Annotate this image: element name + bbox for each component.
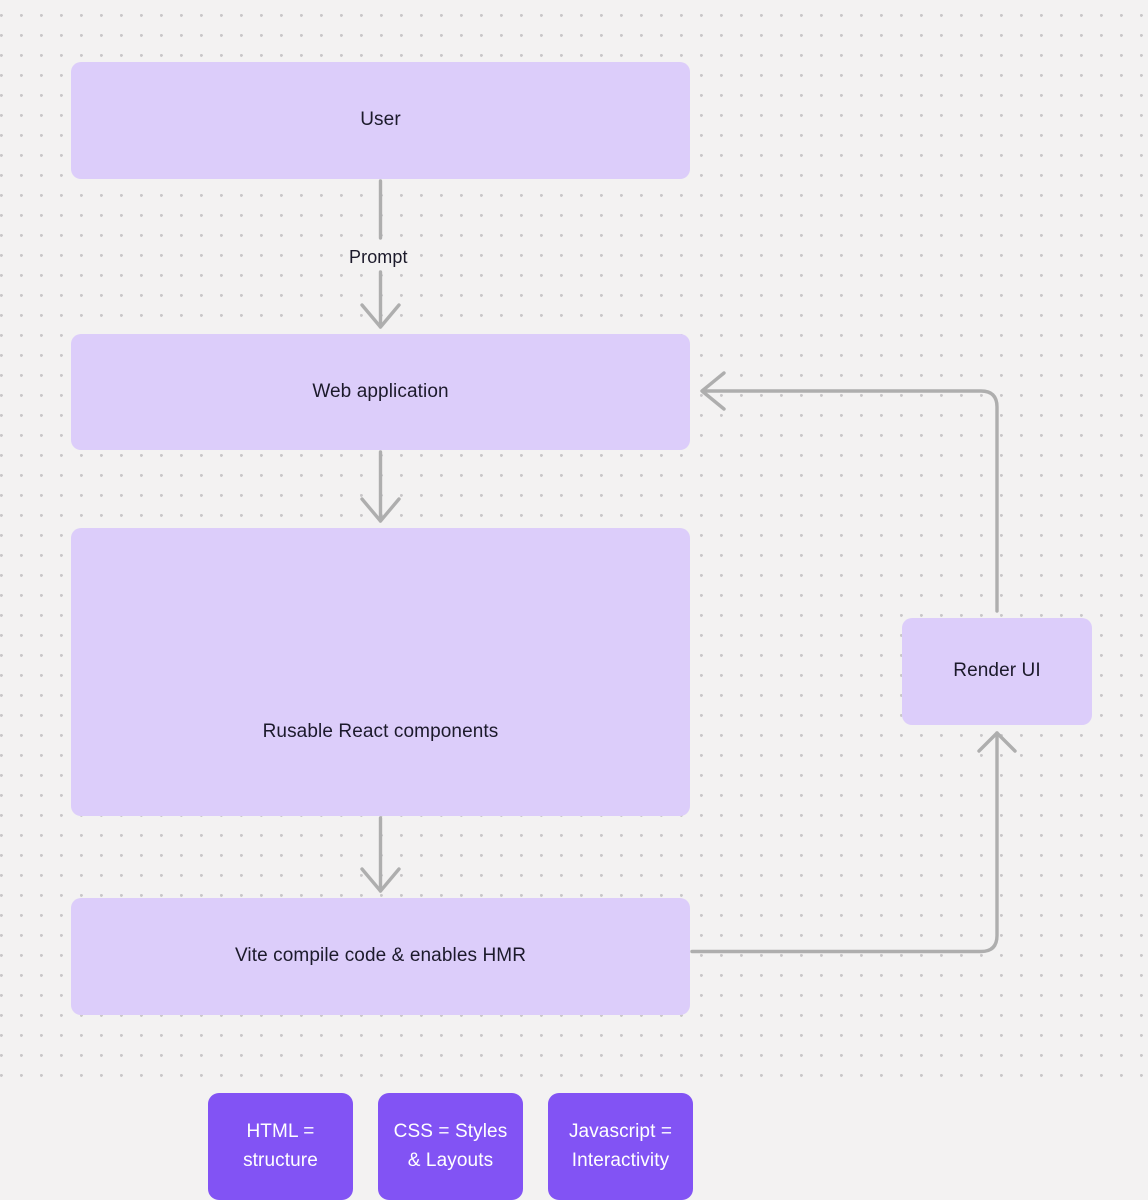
node-components-sublabel: Rusable React components — [262, 721, 499, 742]
node-javascript-label: Javascript = Interactivity — [569, 1118, 672, 1175]
edge-label-prompt: Prompt — [343, 246, 414, 269]
arrowhead-down-components — [360, 497, 401, 523]
node-css-line1: CSS = Styles — [393, 1121, 508, 1142]
node-html-line2: structure — [243, 1149, 318, 1171]
node-html-line1: HTML = — [246, 1121, 315, 1142]
node-user[interactable]: User — [71, 62, 690, 179]
node-render-ui-label: Render UI — [953, 660, 1041, 682]
node-vite-label: Vite compile code & enables HMR — [234, 945, 527, 967]
arrowhead-down-vite — [360, 867, 401, 893]
node-web-application-label: Web application — [312, 380, 449, 402]
arrowhead-left-webapp — [700, 371, 726, 411]
node-web-application[interactable]: Web application — [71, 334, 690, 450]
node-user-label: User — [360, 109, 401, 131]
node-css-line2: & Layouts — [407, 1149, 494, 1171]
edge-vite-to-render — [690, 731, 999, 954]
node-css[interactable]: CSS = Styles & Layouts — [378, 1093, 523, 1200]
arrowhead-down-webapp — [360, 303, 401, 329]
node-render-ui[interactable]: Render UI — [902, 618, 1092, 725]
node-components-container[interactable]: HTML = structure CSS = Styles & Layouts … — [71, 528, 693, 1200]
node-javascript-line2: Interactivity — [571, 1149, 670, 1171]
arrowhead-up-render — [977, 731, 1017, 753]
edge-render-to-webapp — [704, 389, 999, 613]
node-javascript[interactable]: Javascript = Interactivity — [548, 1093, 693, 1200]
node-html-label: HTML = structure — [243, 1118, 318, 1175]
node-css-label: CSS = Styles & Layouts — [394, 1118, 508, 1175]
node-vite[interactable]: Vite compile code & enables HMR — [71, 898, 690, 1015]
node-html[interactable]: HTML = structure — [208, 1093, 353, 1200]
node-javascript-line1: Javascript = — [568, 1121, 673, 1142]
